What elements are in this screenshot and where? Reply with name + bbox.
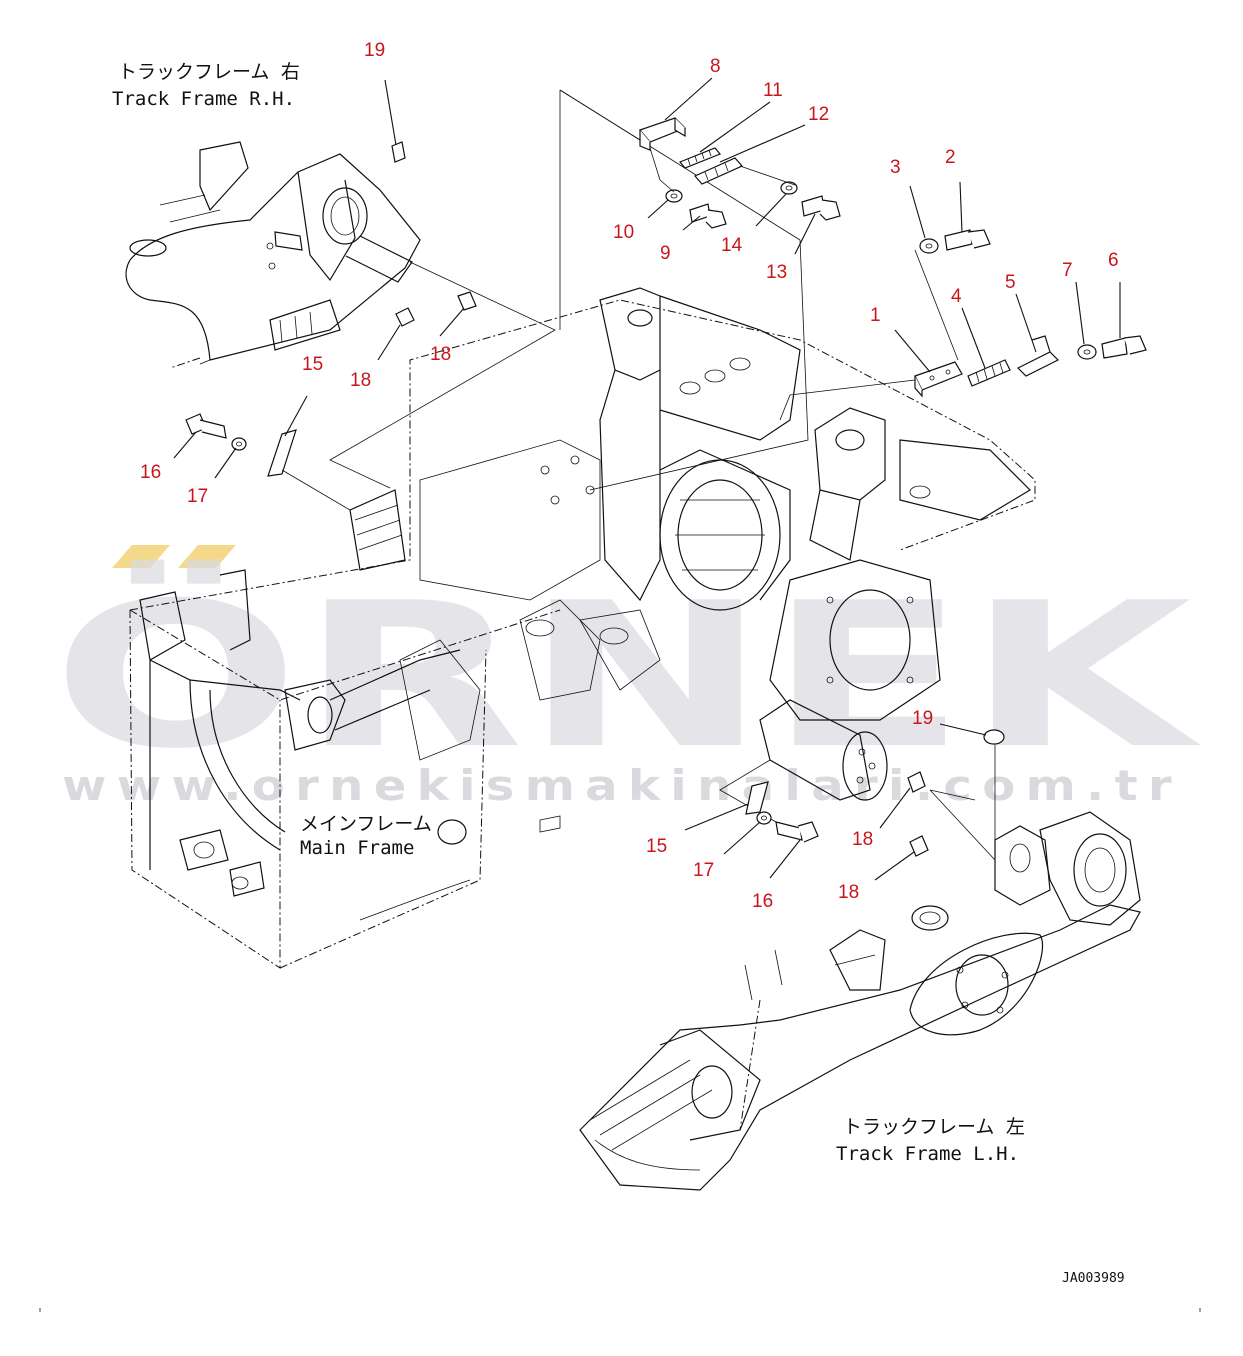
corner-marks — [39, 1308, 1201, 1312]
watermark-url: www.ornekismakinalari.com.tr — [62, 761, 1182, 810]
watermark-logo: ÖRNEK — [52, 559, 1202, 793]
part-18-plug-b — [457, 291, 477, 311]
part-17-washer-bottom — [756, 811, 772, 825]
callout-11: 11 — [763, 80, 783, 101]
track-frame-rh-label-jp: トラックフレーム 右 — [118, 61, 300, 83]
callout-13: 13 — [766, 262, 787, 283]
callout-18-d: 18 — [838, 882, 859, 903]
part-18-plug-d — [909, 835, 929, 857]
callout-14: 14 — [721, 235, 743, 256]
part-18-plug-c — [907, 771, 926, 793]
left-plate-leader — [281, 469, 351, 511]
callout-1: 1 — [870, 305, 881, 326]
callout-19-top: 19 — [364, 40, 385, 61]
track-frame-rh-drawing — [125, 141, 421, 369]
callout-15-b: 15 — [646, 836, 667, 857]
part-10-washer — [665, 189, 683, 203]
callout-7: 7 — [1062, 260, 1073, 281]
callout-17-b: 17 — [693, 860, 714, 881]
callout-2: 2 — [945, 147, 956, 168]
callout-15-a: 15 — [302, 354, 323, 375]
watermark-umlaut-right — [178, 545, 236, 568]
callout-10: 10 — [613, 222, 634, 243]
right-group-leaders — [779, 249, 959, 421]
part-2-bolt — [944, 229, 991, 251]
part-16-bolt-bottom — [775, 821, 819, 843]
part-14-washer — [780, 181, 798, 195]
part-8-bracket — [638, 117, 687, 151]
main-frame-drawing — [129, 287, 1036, 969]
track-frame-lh-label-en: Track Frame L.H. — [836, 1143, 1019, 1165]
watermark: ÖRNEK www.ornekismakinalari.com.tr — [52, 545, 1202, 810]
part-9-bolt — [689, 203, 727, 229]
part-15-plate-bottom — [745, 781, 769, 815]
callout-17-a: 17 — [187, 486, 208, 507]
callout-16-a: 16 — [140, 462, 161, 483]
lh-pin-leader-box — [929, 745, 996, 861]
callout-numbers: 19 8 11 12 10 9 14 13 3 2 1 4 5 7 6 18 1… — [140, 40, 1119, 912]
track-frame-lh-label-jp: トラックフレーム 左 — [843, 1116, 1025, 1138]
drawing-code: JA003989 — [1062, 1271, 1125, 1286]
main-frame-label-en: Main Frame — [300, 837, 414, 859]
part-7-washer — [1077, 344, 1097, 360]
part-13-bolt — [801, 195, 841, 221]
callout-3: 3 — [890, 157, 901, 178]
part-11-shim — [679, 147, 721, 169]
callout-18-c: 18 — [852, 829, 873, 850]
part-19-pin-top — [391, 141, 406, 163]
callout-19-bottom: 19 — [912, 708, 933, 729]
part-17-washer-left — [231, 437, 247, 451]
part-12-shim — [694, 157, 743, 185]
callout-4: 4 — [951, 286, 962, 307]
track-frame-lh-drawing — [579, 811, 1141, 1191]
part-1-plate — [914, 361, 963, 398]
track-frame-rh-label-en: Track Frame R.H. — [112, 88, 295, 110]
part-18-plug-a — [395, 307, 415, 327]
callout-9: 9 — [660, 243, 671, 264]
main-frame-label-jp: メインフレーム — [300, 813, 432, 835]
callout-8: 8 — [710, 56, 721, 77]
callout-16-b: 16 — [752, 891, 773, 912]
part-16-bolt-left — [185, 413, 227, 439]
callout-12: 12 — [808, 104, 829, 125]
callout-5: 5 — [1005, 272, 1016, 293]
watermark-umlaut-left — [112, 545, 170, 568]
callout-18-b: 18 — [430, 344, 451, 365]
callout-6: 6 — [1108, 250, 1119, 271]
callout-18-a: 18 — [350, 370, 371, 391]
part-4-shim — [967, 359, 1011, 387]
part-6-bolt — [1101, 335, 1147, 359]
callout-leaders — [173, 77, 1121, 881]
part-3-washer — [919, 238, 939, 254]
part-15-plate-left — [267, 429, 297, 477]
top-group-leaders — [559, 89, 796, 193]
part-5-bracket — [1016, 335, 1060, 377]
part-19-pin-bottom — [983, 729, 1005, 745]
